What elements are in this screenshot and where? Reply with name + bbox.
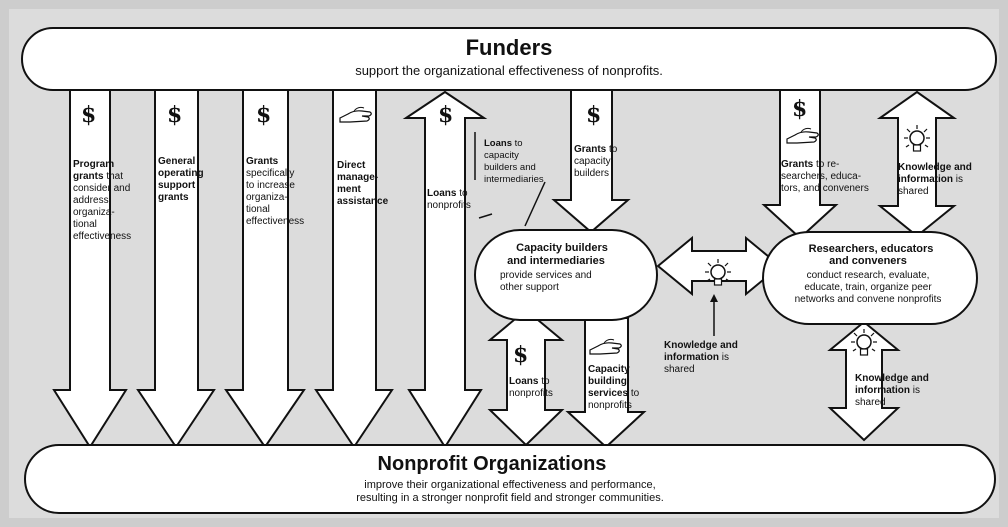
label-knowledge-bottom: Knowledge and information is shared (855, 373, 929, 408)
label-program-grants: Program grants that consider and address… (73, 159, 131, 242)
arrow-grants-capacity (551, 89, 631, 234)
direct-management-l1: Direct (337, 160, 366, 171)
label-direct-management: Direct manage- ment assistance (337, 160, 389, 207)
loans-capacity-l4: intermediaries (484, 174, 544, 185)
program-grants-l4: address (73, 195, 109, 206)
label-loans-nonprofits: Loans to nonprofits (427, 188, 471, 211)
capacity-builders-title2: and intermediaries (507, 255, 605, 267)
direct-management-l3: ment (337, 184, 362, 195)
dollar-icon: $ (167, 102, 182, 128)
loans-capacity-l2: capacity (484, 150, 519, 161)
grants-researchers-l1: Grants to re- (781, 159, 839, 170)
loans-nonprofits-l2: nonprofits (427, 200, 471, 211)
arrow-knowledge-middle (656, 235, 782, 336)
loans-lower-l2: nonprofits (509, 388, 553, 399)
grants-specific-l6: effectiveness (246, 216, 304, 227)
loans-lower-l1: Loans to (509, 376, 550, 387)
dollar-icon: $ (81, 102, 96, 128)
researchers-body1: conduct research, evaluate, (807, 270, 930, 281)
knowledge-bottom-l2: information is (855, 385, 920, 396)
researchers-title1: Researchers, educators (809, 243, 934, 255)
label-loans-lower: Loans to nonprofits (509, 376, 553, 399)
arrow-capacity-services (565, 317, 647, 449)
knowledge-middle-l3: shared (664, 364, 695, 375)
funders-subtitle: support the organizational effectiveness… (355, 63, 663, 78)
grants-capacity-l1: Grants to (574, 144, 618, 155)
grants-researchers-l2: searchers, educa- (781, 171, 861, 182)
grants-specific-l2: specifically (246, 168, 294, 179)
dollar-icon: $ (792, 96, 807, 122)
program-grants-l3: consider and (73, 183, 130, 194)
capacity-services-l3: services to (588, 388, 640, 399)
capacity-builders-node: Capacity builders and intermediaries pro… (474, 229, 658, 321)
program-grants-l2: grants that (73, 171, 123, 182)
knowledge-bottom-l3: shared (855, 397, 886, 408)
direct-management-l2: manage- (337, 172, 378, 183)
general-operating-l2: operating (158, 168, 204, 179)
label-general-operating: General operating support grants (158, 156, 204, 203)
general-operating-l4: grants (158, 192, 189, 203)
program-grants-l5: organiza- (73, 207, 115, 218)
grants-specific-l4: organiza- (246, 192, 288, 203)
label-knowledge-middle: Knowledge and information is shared (664, 340, 738, 375)
knowledge-top-l2: information is (898, 174, 963, 185)
grants-capacity-l2: capacity (574, 156, 611, 167)
arrow-direct-management (314, 89, 394, 449)
capacity-builders-body1: provide services and (500, 270, 592, 281)
general-operating-l1: General (158, 156, 195, 167)
researchers-body2: educate, train, organize peer (804, 282, 932, 293)
direct-management-l4: assistance (337, 196, 389, 207)
nonprofits-node: Nonprofit Organizations improve their or… (24, 444, 996, 514)
capacity-services-l2: building (588, 376, 627, 387)
loans-capacity-l3: builders and (484, 162, 536, 173)
researchers-node: Researchers, educators and conveners con… (762, 231, 978, 325)
funders-node: Funders support the organizational effec… (21, 27, 997, 91)
grants-capacity-l3: builders (574, 168, 609, 179)
general-operating-l3: support (158, 180, 196, 191)
arrow-grants-researchers (761, 89, 839, 240)
grants-specific-l1: Grants (246, 156, 279, 167)
program-grants-l7: effectiveness (73, 231, 131, 242)
nonprofits-title: Nonprofit Organizations (378, 453, 607, 475)
label-knowledge-top: Knowledge and information is shared (898, 162, 972, 197)
label-loans-capacity: Loans to capacity builders and intermedi… (484, 138, 544, 185)
grants-specific-l3: to increase (246, 180, 295, 191)
label-grants-capacity: Grants to capacity builders (574, 144, 618, 179)
arrow-grants-specific (224, 89, 306, 449)
dollar-icon: $ (256, 102, 271, 128)
label-grants-researchers: Grants to re- searchers, educa- tors, an… (781, 159, 869, 194)
arrow-knowledge-bottom (827, 320, 901, 442)
loans-capacity-l1: Loans to (484, 138, 523, 149)
capacity-builders-body2: other support (500, 282, 559, 293)
arrow-program-grants (52, 89, 128, 449)
knowledge-top-l3: shared (898, 186, 929, 197)
capacity-services-l4: nonprofits (588, 400, 632, 411)
knowledge-bottom-l1: Knowledge and (855, 373, 929, 384)
nonprofits-line1: improve their organizational effectivene… (364, 479, 655, 491)
grants-researchers-l3: tors, and conveners (781, 183, 869, 194)
arrow-general-operating (136, 89, 216, 449)
knowledge-top-l1: Knowledge and (898, 162, 972, 173)
arrow-knowledge-top (876, 90, 958, 238)
knowledge-middle-l2: information is (664, 352, 729, 363)
knowledge-middle-l1: Knowledge and (664, 340, 738, 351)
researchers-body3: networks and convene nonprofits (795, 294, 942, 305)
dollar-icon: $ (438, 102, 453, 128)
arrow-loans-nonprofits (402, 90, 488, 449)
label-grants-specific: Grants specifically to increase organiza… (246, 156, 304, 227)
loans-nonprofits-l1: Loans to (427, 188, 468, 199)
nonprofits-line2: resulting in a stronger nonprofit field … (356, 492, 664, 504)
researchers-title2: and conveners (829, 255, 907, 267)
dollar-icon: $ (513, 342, 528, 368)
label-capacity-services: Capacity building services to nonprofits (588, 364, 640, 411)
dollar-icon: $ (586, 102, 601, 128)
funders-title: Funders (466, 35, 553, 60)
capacity-services-l1: Capacity (588, 364, 630, 375)
capacity-builders-title1: Capacity builders (516, 242, 608, 254)
grants-specific-l5: tional (246, 204, 270, 215)
program-grants-l6: tional (73, 219, 97, 230)
program-grants-l1: Program (73, 159, 114, 170)
